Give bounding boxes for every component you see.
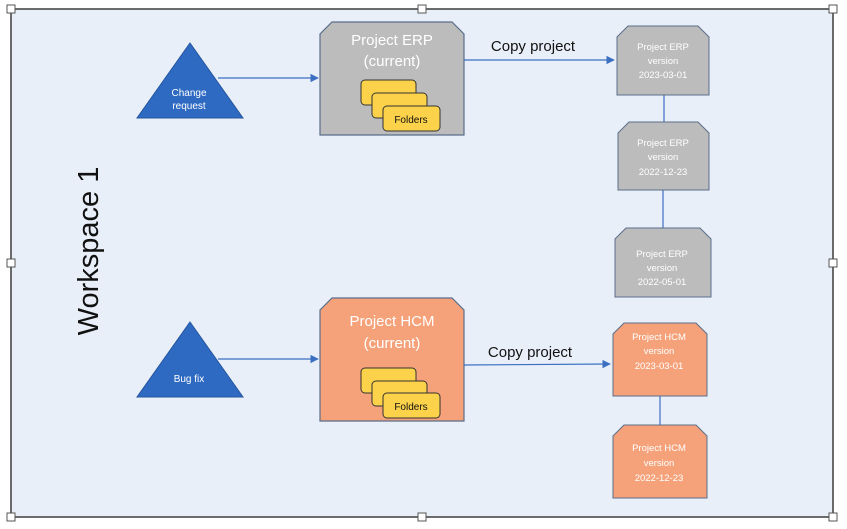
- change-request-triangle: [136, 42, 244, 119]
- change-request-trigger[interactable]: Change request: [136, 42, 244, 119]
- resize-handle-middle-right[interactable]: [828, 258, 838, 268]
- workspace-label: Workspace 1: [73, 167, 105, 336]
- hcm-version-2022-12-23[interactable]: Project HCM version 2022-12-23: [612, 424, 708, 499]
- erp-folders-stack: Folders: [360, 79, 441, 132]
- hcm-version-name: Project HCM: [632, 443, 686, 454]
- bug-fix-label: Bug fix: [174, 374, 205, 385]
- erp-version-date: 2022-05-01: [638, 277, 687, 288]
- hcm-version-word: version: [644, 346, 675, 357]
- erp-version-name: Project ERP: [637, 138, 689, 149]
- hcm-version-date: 2023-03-01: [635, 361, 684, 372]
- bug-fix-triangle: [136, 321, 244, 398]
- erp-version-name: Project ERP: [637, 42, 689, 53]
- selection-handles[interactable]: [6, 4, 838, 522]
- project-hcm-name: Project HCM: [349, 313, 434, 330]
- resize-handle-bottom-right[interactable]: [828, 512, 838, 522]
- hcm-version-2023-03-01[interactable]: Project HCM version 2023-03-01: [612, 322, 708, 397]
- hcm-folders-label: Folders: [394, 402, 427, 413]
- resize-handle-middle-left[interactable]: [6, 258, 16, 268]
- change-request-label-line1: Change: [171, 88, 206, 99]
- hcm-version-name: Project HCM: [632, 332, 686, 343]
- project-erp-name: Project ERP: [351, 32, 433, 49]
- erp-folders-label: Folders: [394, 115, 427, 126]
- resize-handle-top-right[interactable]: [828, 4, 838, 14]
- erp-version-2022-05-01[interactable]: Project ERP version 2022-05-01: [614, 227, 712, 298]
- erp-version-word: version: [648, 152, 679, 163]
- change-request-label-line2: request: [172, 101, 206, 112]
- resize-handle-top-left[interactable]: [6, 4, 16, 14]
- hcm-folder-front: [382, 392, 441, 419]
- hcm-version-box: [612, 322, 708, 397]
- erp-version-name: Project ERP: [636, 249, 688, 260]
- erp-folder-front: [382, 105, 441, 132]
- erp-version-box: [614, 227, 712, 298]
- arrow-copy-hcm: [463, 359, 611, 369]
- project-hcm-status: (current): [364, 335, 421, 352]
- resize-handle-bottom-left[interactable]: [6, 512, 16, 522]
- hcm-version-word: version: [644, 458, 675, 469]
- erp-version-box: [617, 121, 710, 191]
- erp-version-date: 2023-03-01: [639, 70, 688, 81]
- erp-version-2023-03-01[interactable]: Project ERP version 2023-03-01: [616, 25, 710, 96]
- resize-handle-top-center[interactable]: [417, 4, 427, 14]
- erp-version-date: 2022-12-23: [639, 167, 688, 178]
- project-erp-status: (current): [364, 53, 421, 70]
- hcm-version-date: 2022-12-23: [635, 473, 684, 484]
- project-erp-current[interactable]: Project ERP (current) Folders: [319, 21, 465, 136]
- bug-fix-trigger[interactable]: Bug fix: [136, 321, 244, 398]
- erp-version-2022-12-23[interactable]: Project ERP version 2022-12-23: [617, 121, 710, 191]
- project-hcm-current[interactable]: Project HCM (current) Folders: [319, 297, 465, 422]
- erp-version-word: version: [648, 56, 679, 67]
- erp-version-word: version: [647, 263, 678, 274]
- erp-version-box: [616, 25, 710, 96]
- copy-project-label-hcm: Copy project: [488, 344, 573, 361]
- copy-project-label-erp: Copy project: [491, 38, 576, 55]
- hcm-version-box: [612, 424, 708, 499]
- resize-handle-bottom-center[interactable]: [417, 512, 427, 522]
- project-hcm-box: [319, 297, 465, 422]
- hcm-folders-stack: Folders: [360, 367, 441, 419]
